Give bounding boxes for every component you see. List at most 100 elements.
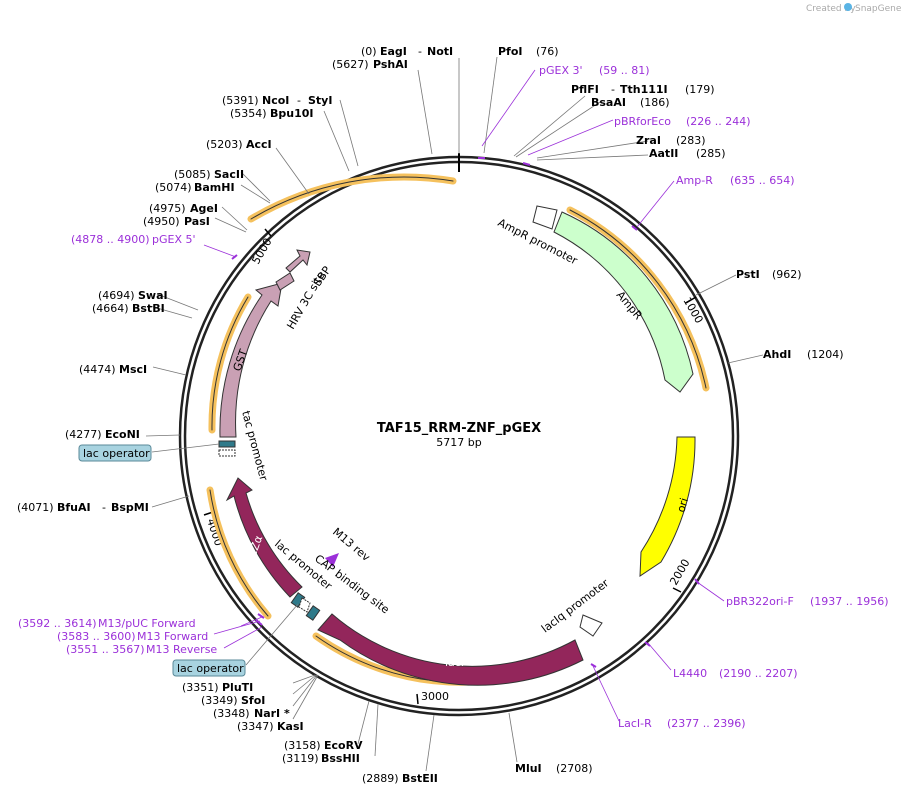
enzyme-14-pos: (3348) xyxy=(213,707,250,720)
enzyme-26-pos: (5203) xyxy=(206,138,243,151)
laci-label: lacI xyxy=(445,656,464,669)
laciq-promoter-label: lacIq promoter xyxy=(539,576,612,635)
ori-feature[interactable] xyxy=(639,436,696,577)
enzyme-22-pos: (4950) xyxy=(143,215,180,228)
enzyme-13-name: KasI xyxy=(277,720,304,733)
lac-operator-box-2 xyxy=(172,659,246,677)
enzyme-25-pos: (5085) xyxy=(174,168,211,181)
enzyme-21-pos: (4694) xyxy=(98,289,135,302)
snapgene-brand-text: SnapGene xyxy=(855,4,902,14)
enzyme-4-pos: (186) xyxy=(640,96,670,109)
tick-5000 xyxy=(264,228,272,237)
laci-feature[interactable] xyxy=(317,613,584,686)
sbp-feature[interactable] xyxy=(285,249,311,273)
enzyme-17-pos: (4071) xyxy=(17,501,54,514)
enzyme-17-name: BfuAI xyxy=(57,501,91,514)
orf-track-top xyxy=(247,173,457,223)
primer-0-name: pGEX 3' xyxy=(539,64,583,77)
enzyme-28-name2: StyI xyxy=(308,94,332,107)
enzyme-3-name2: Tth111I xyxy=(620,83,668,96)
primer-1-name: pBRforEco xyxy=(614,115,671,128)
enzyme-13-pos: (3347) xyxy=(237,720,274,733)
enzyme-7-name: PstI xyxy=(736,268,760,281)
enzyme-5-pos: (283) xyxy=(676,134,706,147)
enzyme-6-pos: (285) xyxy=(696,147,726,160)
laciq-promoter-arrow[interactable] xyxy=(579,614,603,637)
orf-tracks xyxy=(206,173,710,686)
primer-4-name: L4440 xyxy=(673,667,707,680)
enzyme-11-name: BssHII xyxy=(321,752,360,765)
enzyme-18-pos: (4277) xyxy=(65,428,102,441)
primer-labels: pGEX 3' (59 .. 81) pBRforEco (226 .. 244… xyxy=(18,64,889,730)
primer-3-range: (1937 .. 1956) xyxy=(810,595,889,608)
snapgene-logo-icon xyxy=(844,3,852,11)
enzyme-17-dash: - xyxy=(102,501,106,514)
tick-3000 xyxy=(416,693,419,705)
hrv-3c-site-feature[interactable] xyxy=(275,272,295,291)
orf-track-top-core xyxy=(250,176,454,220)
enzyme-23-name: AgeI xyxy=(190,202,218,215)
primer-5-range: (2377 .. 2396) xyxy=(667,717,746,730)
lac-operator-label-left: lac operator xyxy=(78,443,220,462)
enzyme-5-name: ZraI xyxy=(636,134,661,147)
primer-4-range: (2190 .. 2207) xyxy=(719,667,798,680)
enzyme-27-pos: (5354) xyxy=(230,107,267,120)
orf-track-ampr-core xyxy=(569,209,707,389)
ampr-promoter-arrow[interactable] xyxy=(532,205,558,230)
tac-promoter-box[interactable] xyxy=(218,449,236,457)
enzyme-16-name: PluTI xyxy=(222,681,253,694)
tick-label-3000: 3000 xyxy=(421,690,449,703)
lac-operator-mark-2[interactable] xyxy=(305,605,321,621)
tac-operator-mark[interactable] xyxy=(218,440,236,448)
enzyme-26-name: AccI xyxy=(246,138,272,151)
enzyme-20-pos: (4664) xyxy=(92,302,129,315)
backbone xyxy=(178,153,740,717)
enzyme-18-name: EcoNI xyxy=(105,428,140,441)
enzyme-28-name: NcoI xyxy=(262,94,289,107)
created-by-text: Created by xyxy=(806,4,856,14)
primer-8-range: (3551 .. 3567) xyxy=(66,643,145,656)
tac-promoter-label: tac promoter xyxy=(239,409,270,482)
enzyme-28-pos: (5391) xyxy=(222,94,259,107)
tick-1000 xyxy=(685,296,697,304)
primer-7-name: M13 Forward xyxy=(137,630,208,643)
enzyme-16-pos: (3351) xyxy=(182,681,219,694)
enzyme-labels: (0) EagI - NotI (5627) PshAI PfoI (76) P… xyxy=(17,45,844,785)
enzyme-14-name: NarI * xyxy=(254,707,290,720)
lac-operator-box-1 xyxy=(78,444,152,462)
tick-2000 xyxy=(672,587,682,593)
primer-3-name: pBR322ori-F xyxy=(726,595,794,608)
gst-feature[interactable] xyxy=(219,282,283,438)
primer-9-range: (4878 .. 4900) xyxy=(71,233,150,246)
enzyme-7-pos: (962) xyxy=(772,268,802,281)
primer-1-range: (226 .. 244) xyxy=(686,115,751,128)
enzyme-24-name: BamHI xyxy=(194,181,235,194)
enzyme-11-pos: (3119) xyxy=(282,752,319,765)
enzyme-6-name: AatII xyxy=(649,147,678,160)
m13-rev-primer-arrow[interactable] xyxy=(325,553,339,567)
enzyme-2-name: PfoI xyxy=(498,45,523,58)
enzyme-27-name: Bpu10I xyxy=(270,107,314,120)
enzyme-21-name: SwaI xyxy=(138,289,168,302)
enzyme-15-pos: (3349) xyxy=(201,694,238,707)
orf-track-lacza-core xyxy=(209,489,269,617)
primer-6-name: M13/pUC Forward xyxy=(98,617,196,630)
plasmid-name: TAF15_RRM-ZNF_pGEX xyxy=(377,421,541,436)
enzyme-3-name: PflFI xyxy=(571,83,599,96)
enzyme-leader-lines xyxy=(145,56,764,772)
orf-track-gst-core xyxy=(211,296,249,431)
enzyme-15-name: SfoI xyxy=(241,694,265,707)
enzyme-2-pos: (76) xyxy=(536,45,559,58)
enzyme-17-name2: BspMI xyxy=(111,501,149,514)
lac-promoter-box[interactable] xyxy=(298,597,311,613)
enzyme-12-name: EcoRV xyxy=(324,739,363,752)
lacza-feature[interactable] xyxy=(225,477,303,598)
primer-2-range: (635 .. 654) xyxy=(730,174,795,187)
enzyme-19-name: MscI xyxy=(119,363,147,376)
lac-operator-label-bottom: lac operator xyxy=(172,603,299,677)
ampr-feature[interactable] xyxy=(553,211,694,393)
enzyme-1-pos: (5627) xyxy=(332,58,369,71)
primer-0-range: (59 .. 81) xyxy=(599,64,650,77)
enzyme-0-pos: (0) xyxy=(361,45,377,58)
